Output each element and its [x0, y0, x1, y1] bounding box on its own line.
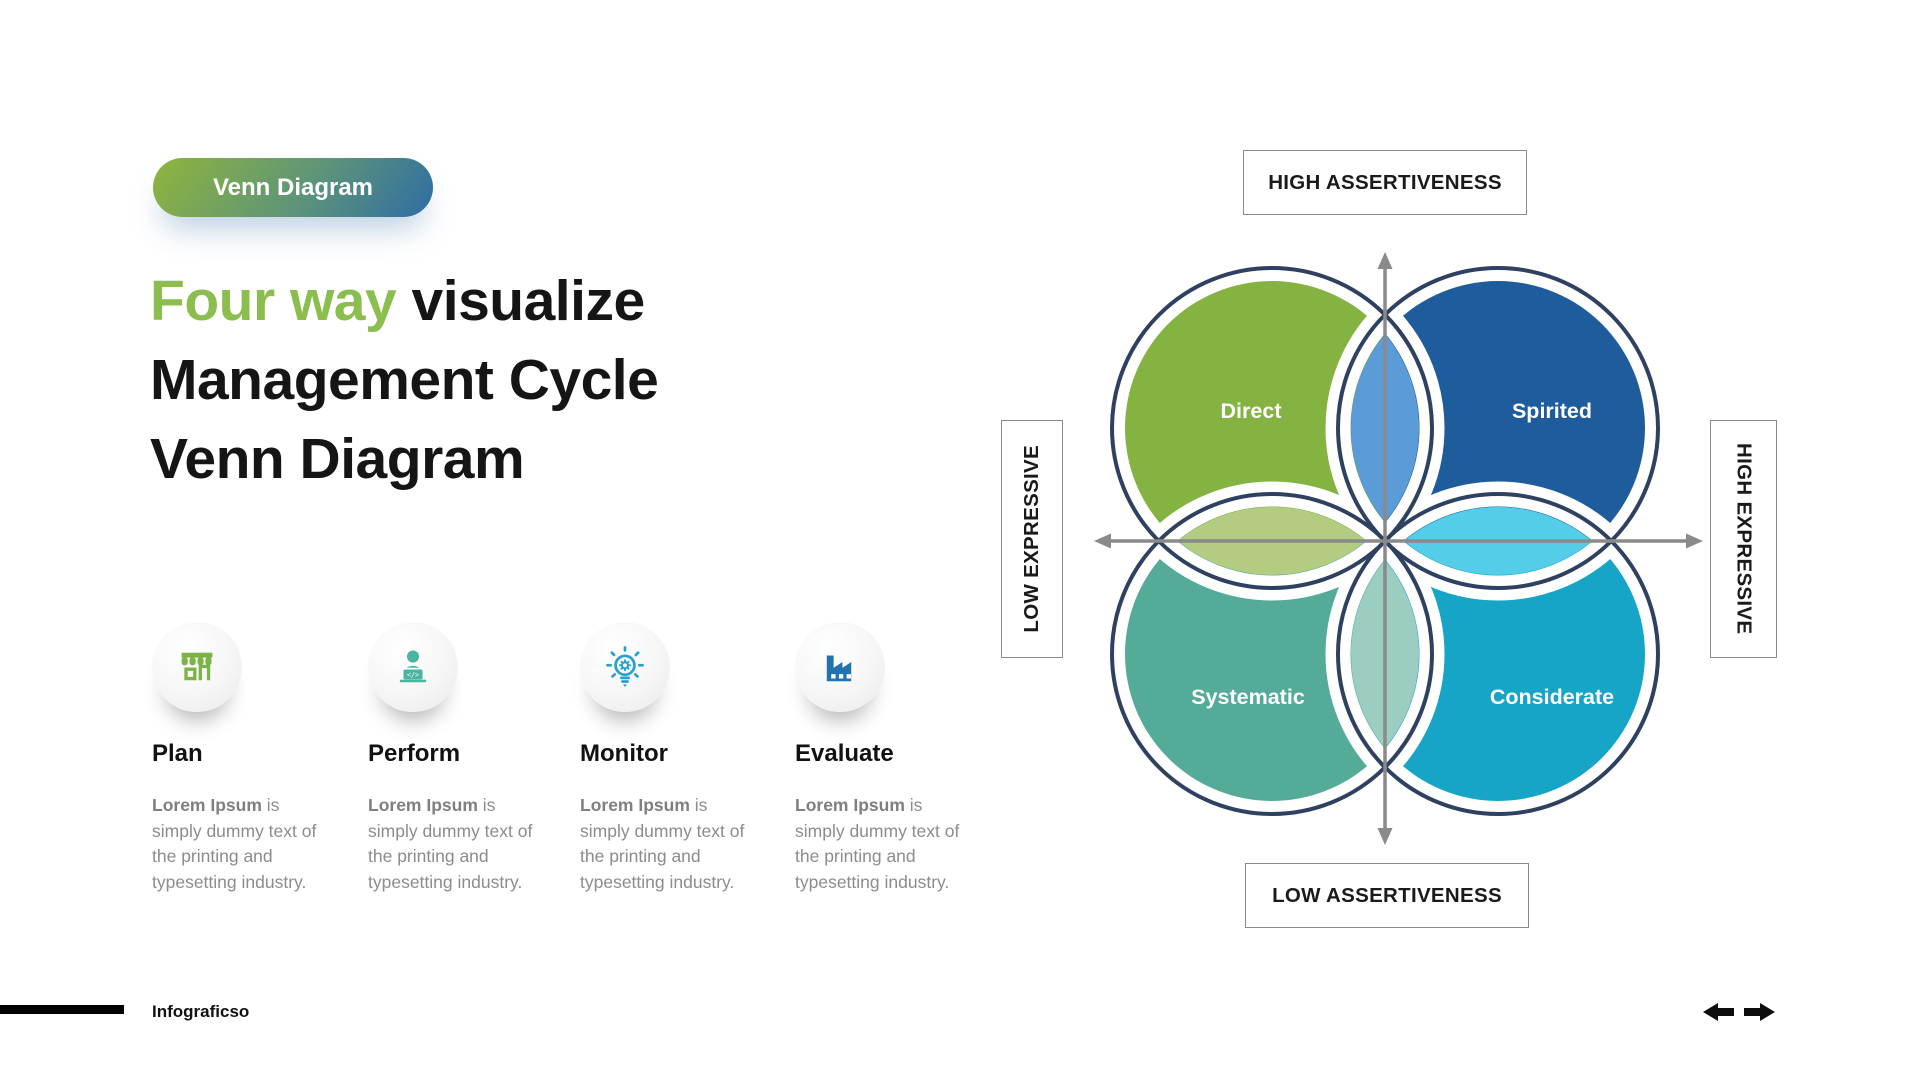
monitor-icon-circle: [580, 622, 670, 712]
step-description: Lorem Ipsum is simply dummy text of the …: [152, 795, 317, 892]
storefront-icon: [181, 652, 213, 681]
axis-label-high-assertiveness: HIGH ASSERTIVENESS: [1243, 150, 1527, 215]
venn-label-systematic: Systematic: [1191, 685, 1305, 709]
title-line1-rest: visualize: [396, 269, 646, 333]
slide-tag-badge: Venn Diagram: [153, 158, 433, 217]
axis-label-text: HIGH ASSERTIVENESS: [1268, 170, 1502, 194]
step-monitor: Monitor Lorem Ipsum is simply dummy text…: [580, 600, 775, 960]
venn-label-spirited: Spirited: [1512, 399, 1592, 423]
arrow-right-icon[interactable]: [1744, 1003, 1775, 1021]
axis-arrowhead-right: [1686, 533, 1703, 549]
axis-label-text: LOW EXPRESSIVE: [1020, 445, 1043, 633]
venn-diagram: Direct Spirited Systematic Considerate: [1094, 252, 1703, 845]
brand-name: Infograficso: [152, 1002, 250, 1021]
page-title: Four way visualize Management Cycle Venn…: [150, 262, 790, 499]
slide-tag-label: Venn Diagram: [212, 173, 374, 201]
step-description: Lorem Ipsum is simply dummy text of the …: [368, 795, 533, 892]
arrow-left-icon[interactable]: [1703, 1003, 1734, 1021]
person-laptop-icon: </>: [399, 650, 427, 683]
step-evaluate: Evaluate Lorem Ipsum is simply dummy tex…: [795, 600, 990, 960]
footer-accent-bar: [0, 1005, 124, 1014]
step-description: Lorem Ipsum is simply dummy text of the …: [580, 795, 745, 892]
step-label: Perform: [368, 740, 461, 767]
venn-label-considerate: Considerate: [1490, 685, 1614, 709]
svg-text:</>: </>: [407, 671, 419, 679]
axis-arrowhead-left: [1094, 533, 1111, 549]
venn-axes: [1094, 252, 1703, 845]
title-line-3: Venn Diagram: [150, 427, 525, 491]
lightbulb-gear-icon: [606, 646, 644, 688]
step-label: Evaluate: [795, 740, 894, 767]
title-line-1: Four way visualize: [150, 262, 790, 341]
plan-icon-circle: [152, 622, 242, 712]
title-line-2: Management Cycle: [150, 348, 659, 412]
slide-nav-arrows[interactable]: [1701, 1000, 1777, 1026]
step-perform: </> Perform Lorem Ipsum is simply dummy …: [368, 600, 563, 960]
step-label: Plan: [152, 740, 203, 767]
venn-label-direct: Direct: [1221, 399, 1282, 423]
perform-icon-circle: </>: [368, 622, 458, 712]
axis-label-low-assertiveness: LOW ASSERTIVENESS: [1245, 863, 1529, 928]
evaluate-icon-circle: [795, 622, 885, 712]
factory-icon: [826, 655, 852, 682]
axis-label-high-expressive: HIGH EXPRESSIVE: [1710, 420, 1777, 658]
title-highlight: Four way: [150, 269, 397, 333]
step-plan: Plan Lorem Ipsum is simply dummy text of…: [152, 600, 347, 960]
axis-arrowhead-down: [1377, 828, 1393, 845]
step-label: Monitor: [580, 740, 668, 767]
axis-arrowhead-up: [1377, 252, 1393, 269]
axis-label-low-expressive: LOW EXPRESSIVE: [1001, 420, 1063, 658]
step-description: Lorem Ipsum is simply dummy text of the …: [795, 795, 960, 892]
axis-label-text: LOW ASSERTIVENESS: [1272, 883, 1502, 907]
axis-label-text: HIGH EXPRESSIVE: [1732, 443, 1756, 635]
venn-outline-rings: [1110, 266, 1660, 816]
